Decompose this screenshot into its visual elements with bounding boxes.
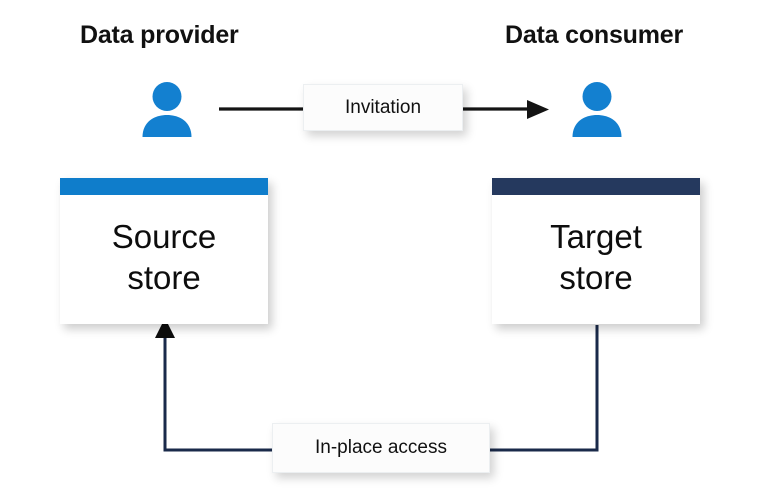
data-provider-person-icon [139,80,195,138]
invitation-label-text: Invitation [344,96,422,118]
source-store-label: Source store [111,218,217,296]
target-store-node: Target store [492,178,700,324]
target-store-body: Target store [492,195,700,324]
target-store-label: Target store [550,218,642,296]
in-place-access-edge-label: In-place access [272,423,490,473]
data-provider-title: Data provider [80,21,239,49]
in-place-access-label-text: In-place access [314,437,447,458]
invitation-edge-label: Invitation [303,84,463,131]
data-consumer-title: Data consumer [505,21,684,49]
person-icon [572,82,622,137]
source-store-body: Source store [60,195,268,324]
source-store-header-bar [60,178,268,195]
person-icon [142,82,192,137]
source-store-node: Source store [60,178,268,324]
data-consumer-person-icon [569,80,625,138]
target-store-header-bar [492,178,700,195]
